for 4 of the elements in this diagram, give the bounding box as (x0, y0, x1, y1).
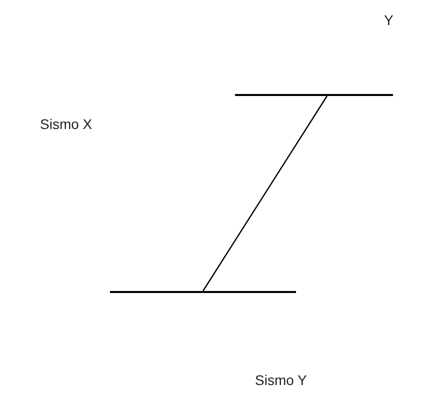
axis-label: Sismo Y (255, 371, 307, 390)
axis-label: Sismo X (40, 115, 92, 134)
axis-label: Y (384, 11, 394, 30)
connector-line (202, 96, 328, 292)
